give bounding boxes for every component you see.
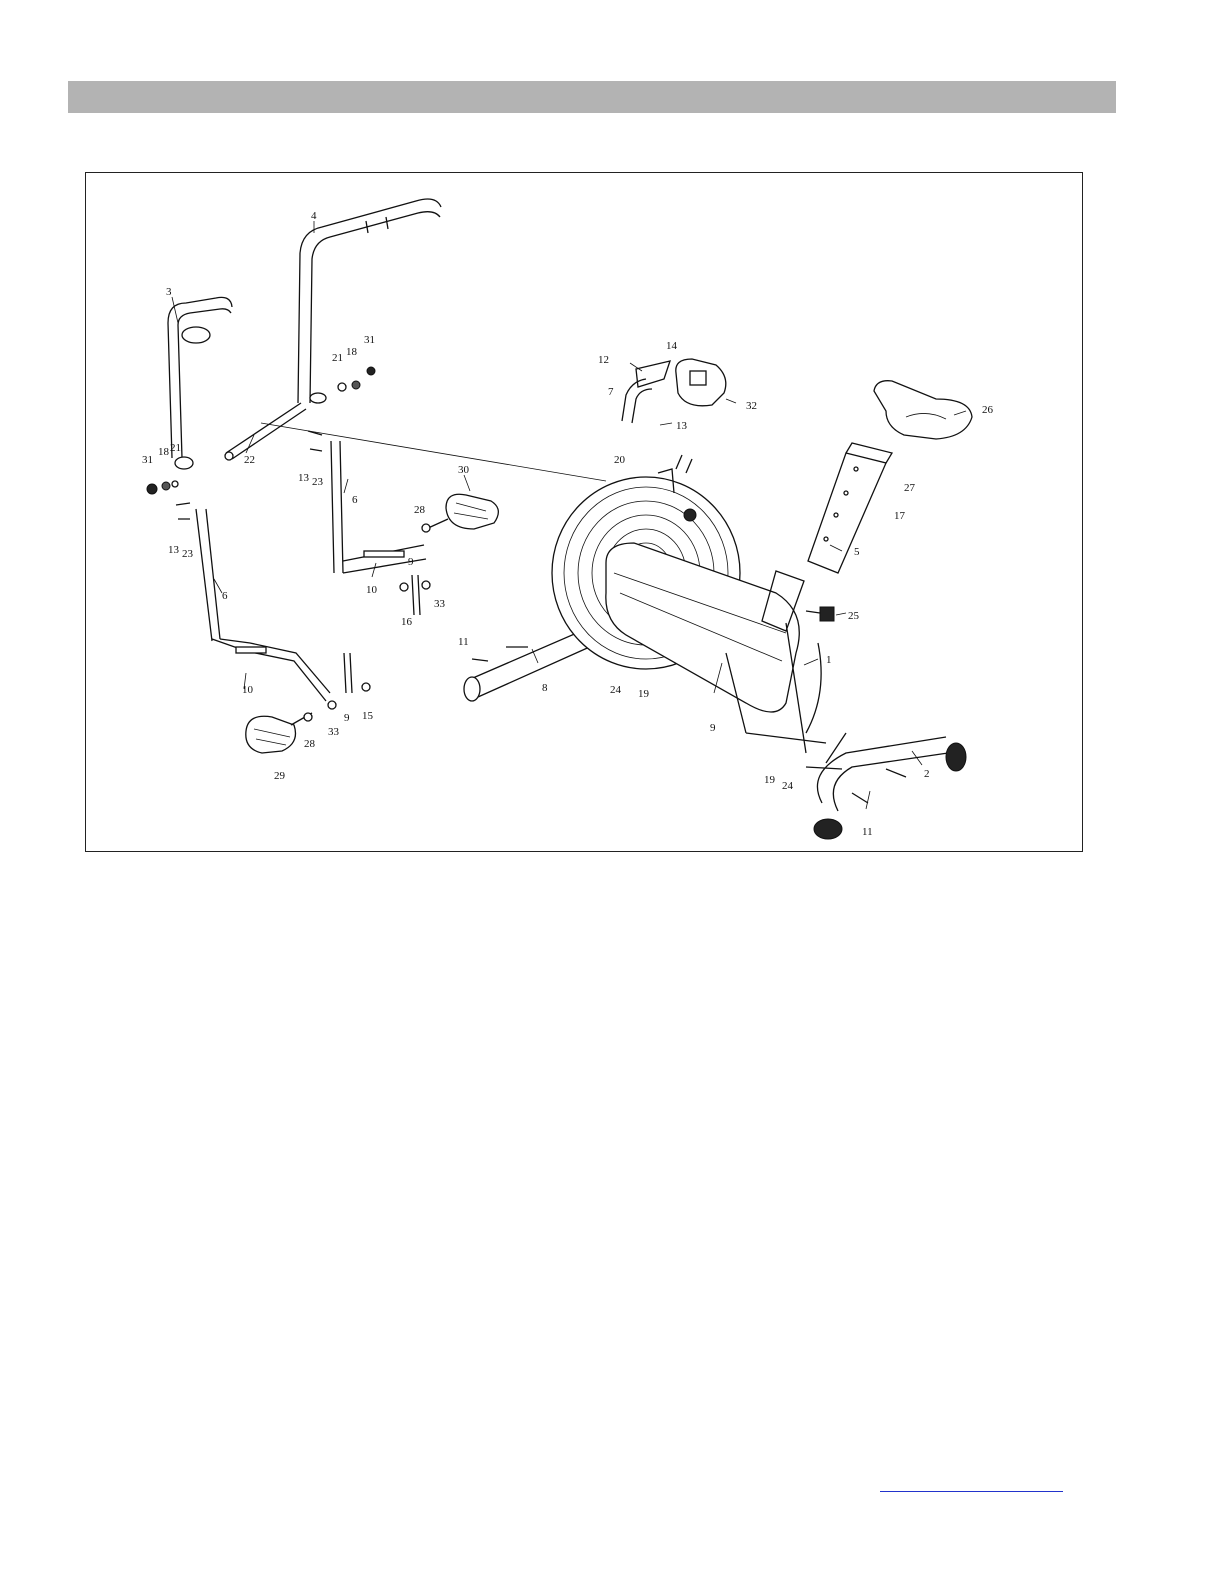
part-6-left-lower-tube xyxy=(196,509,330,701)
part-22-axle-rod xyxy=(225,403,306,460)
diagram-drawing: 4 3 21 18 31 22 13 23 6 31 18 21 13 23 6… xyxy=(86,173,1084,853)
part-6-lower-handle-tube xyxy=(331,441,426,573)
label-part-12: 12 xyxy=(598,354,609,366)
part-29-pedal-left xyxy=(246,713,312,753)
label-part-33b: 33 xyxy=(328,726,340,738)
label-part-9c: 9 xyxy=(710,722,716,734)
part-1-main-frame xyxy=(552,455,846,769)
label-part-3: 3 xyxy=(166,286,172,298)
label-part-10: 10 xyxy=(366,584,378,596)
label-part-8: 8 xyxy=(542,682,548,694)
label-part-1: 1 xyxy=(826,654,832,666)
label-part-5: 5 xyxy=(854,546,860,558)
label-part-24b: 24 xyxy=(782,780,794,792)
label-part-21: 21 xyxy=(332,352,343,364)
label-part-4: 4 xyxy=(311,210,317,222)
label-part-25: 25 xyxy=(848,610,860,622)
part-32-console xyxy=(676,359,726,406)
part-5-seat-post xyxy=(808,443,892,573)
label-part-13b: 13 xyxy=(168,544,180,556)
label-part-13c: 13 xyxy=(676,420,688,432)
leader-lines xyxy=(172,221,966,809)
label-part-2: 2 xyxy=(924,768,930,780)
part-8-front-stabilizer xyxy=(464,628,594,701)
label-part-9b: 9 xyxy=(344,712,350,724)
label-part-18b: 18 xyxy=(158,446,170,458)
label-part-31: 31 xyxy=(364,334,375,346)
part-7-console-post xyxy=(622,361,670,423)
label-part-21b: 21 xyxy=(170,442,181,454)
label-part-24: 24 xyxy=(610,684,622,696)
header-bar xyxy=(68,81,1116,113)
label-part-28b: 28 xyxy=(304,738,316,750)
label-part-6b: 6 xyxy=(222,590,228,602)
label-part-11b: 11 xyxy=(862,826,873,838)
part-25-knob xyxy=(806,607,834,621)
label-part-27: 27 xyxy=(904,482,916,494)
label-part-28: 28 xyxy=(414,504,426,516)
label-part-9: 9 xyxy=(408,556,414,568)
label-part-14: 14 xyxy=(666,340,678,352)
label-part-19: 19 xyxy=(638,688,650,700)
part-26-seat xyxy=(874,381,972,439)
label-part-7: 7 xyxy=(608,386,614,398)
label-part-22: 22 xyxy=(244,454,255,466)
label-part-17: 17 xyxy=(894,510,906,522)
hardware-small-parts xyxy=(147,367,528,721)
label-part-19b: 19 xyxy=(764,774,776,786)
label-part-26: 26 xyxy=(982,404,994,416)
label-part-23: 23 xyxy=(312,476,324,488)
label-part-30: 30 xyxy=(458,464,470,476)
label-part-29: 29 xyxy=(274,770,286,782)
footer-link-underline[interactable] xyxy=(880,1491,1063,1492)
label-part-15: 15 xyxy=(362,710,374,722)
label-part-10b: 10 xyxy=(242,684,254,696)
label-part-23b: 23 xyxy=(182,548,194,560)
label-part-16: 16 xyxy=(401,616,413,628)
label-part-32: 32 xyxy=(746,400,757,412)
part-30-pedal-right xyxy=(426,494,498,529)
label-part-18: 18 xyxy=(346,346,358,358)
label-part-6: 6 xyxy=(352,494,358,506)
exploded-parts-diagram: 4 3 21 18 31 22 13 23 6 31 18 21 13 23 6… xyxy=(85,172,1083,852)
label-part-33: 33 xyxy=(434,598,446,610)
part-2-rear-stabilizer xyxy=(814,737,966,839)
label-part-11: 11 xyxy=(458,636,469,648)
label-part-31b: 31 xyxy=(142,454,153,466)
label-part-20: 20 xyxy=(614,454,626,466)
label-part-13: 13 xyxy=(298,472,310,484)
